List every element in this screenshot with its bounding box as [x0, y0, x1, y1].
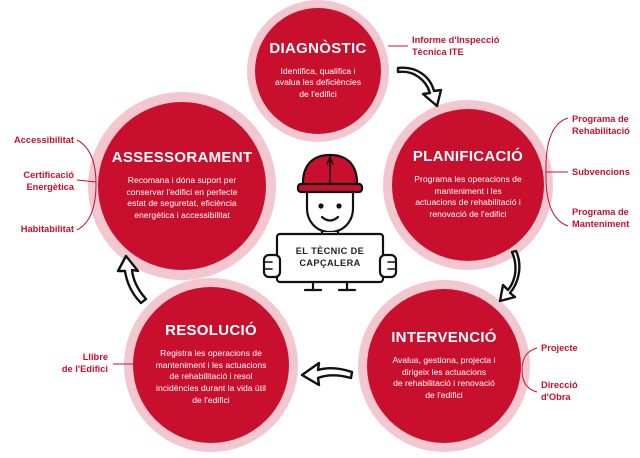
diagnostic-circle: DIAGNÒSTIC Identifica, qualifica i avalu… [255, 8, 381, 134]
advisory-title: ASSESSORAMENT [111, 148, 253, 166]
resolution-title: RESOLUCIÓ [165, 321, 257, 339]
intervention-label-project: Projecte [541, 343, 578, 353]
technician-sign-text: EL TÈCNIC DE CAPÇALERA [295, 246, 365, 268]
intervention-circle: INTERVENCIÓ Avalua, gestiona, projecta i… [367, 289, 521, 443]
planning-label-rehabilitation: Programa de Rehabilitació [572, 114, 630, 136]
arrow-intervention-to-resolution [300, 361, 354, 387]
intervention-title: INTERVENCIÓ [391, 328, 497, 346]
intervention-bracket [521, 347, 538, 393]
intervention-label-site-direction: Direcció d'Obra [541, 380, 578, 402]
diagnostic-title: DIAGNÒSTIC [269, 39, 367, 57]
resolution-circle: RESOLUCIÓ Registra les operacions de man… [133, 287, 289, 443]
right-hand [378, 253, 398, 279]
advisory-bracket [76, 139, 97, 231]
advisory-description: Recomana i dóna suport per conservar l'e… [126, 174, 238, 221]
arrow-resolution-to-advisory [116, 254, 148, 305]
resolution-label-building-book: Llibre de l'Edifici [61, 352, 108, 374]
advisory-label-energy-certificate: Certificació Energètica [23, 170, 74, 192]
technician-face [305, 190, 355, 234]
diagnostic-description: Identifica, qualifica i avalua les defic… [275, 65, 361, 100]
planning-title: PLANIFICACIÓ [412, 147, 524, 165]
advisory-circle: ASSESSORAMENT Recomana i dóna suport per… [98, 102, 266, 270]
planning-label-maintenance: Programa de Manteniment [572, 207, 630, 229]
technician-illustration [262, 153, 398, 292]
intervention-description: Avalua, gestiona, projecta i dirigeix le… [392, 354, 496, 401]
planning-circle: PLANIFICACIÓ Programa les operacions de … [392, 109, 544, 261]
arrow-planning-to-intervention [498, 249, 521, 303]
planning-description: Programa les operacions de manteniment i… [414, 173, 522, 220]
advisory-label-accessibility: Accessibilitat [14, 135, 74, 145]
advisory-bracket-mid [76, 179, 97, 183]
advisory-label-habitability: Habitabilitat [20, 224, 74, 234]
left-hand [262, 253, 282, 279]
diagnostic-label-ite: Informe d'Inspecció Tècnica ITE [412, 35, 500, 57]
arrow-diagnostic-to-planning [396, 66, 443, 108]
resolution-description: Registra les operacions de manteniment i… [155, 347, 267, 406]
planning-label-subsidies: Subvencions [572, 167, 630, 177]
